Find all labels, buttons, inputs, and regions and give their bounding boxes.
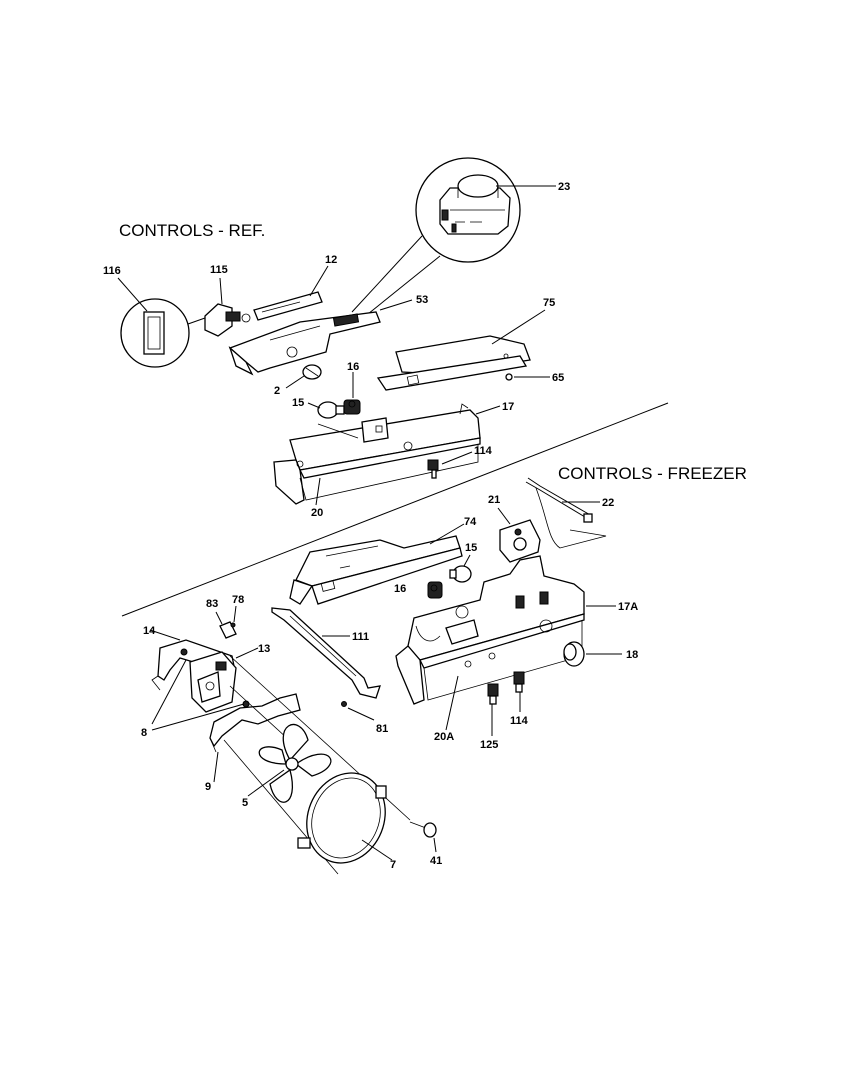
label-23: 23 — [558, 181, 570, 193]
label-7: 7 — [390, 859, 396, 871]
label-114-freezer: 114 — [510, 715, 529, 727]
part-111-rod — [271, 607, 381, 699]
part-2-knob — [302, 364, 322, 380]
section-divider-line — [121, 402, 669, 617]
label-53: 53 — [416, 294, 428, 306]
part-75 — [376, 335, 531, 391]
label-21: 21 — [488, 494, 500, 506]
part-7-ring — [297, 772, 387, 864]
label-16-freezer: 16 — [394, 583, 406, 595]
label-2: 2 — [274, 385, 280, 397]
label-41: 41 — [430, 855, 442, 867]
part-16-socket-freezer — [427, 581, 443, 599]
part-22-sensor — [525, 477, 607, 549]
label-111: 111 — [352, 631, 369, 643]
controls-ref-title: CONTROLS - REF. — [119, 221, 265, 240]
label-65: 65 — [552, 372, 564, 384]
label-5: 5 — [242, 797, 248, 809]
part-125-switch — [487, 683, 499, 705]
part-74 — [289, 535, 463, 605]
label-116: 116 — [103, 265, 121, 277]
part-41-screw — [409, 821, 437, 838]
part-9-bracket — [209, 693, 301, 753]
part-labels: 23 116 115 12 53 75 65 2 16 15 17 114 20… — [103, 181, 638, 871]
detail-circle-116 — [120, 298, 190, 368]
label-12: 12 — [325, 254, 337, 266]
label-14: 14 — [143, 625, 156, 637]
part-17-housing — [273, 403, 481, 505]
label-9: 9 — [205, 781, 211, 793]
label-81: 81 — [376, 723, 388, 735]
part-18-knob — [563, 641, 585, 667]
label-15-freezer: 15 — [465, 542, 477, 554]
part-114-switch-ref — [427, 459, 439, 479]
part-12 — [253, 291, 323, 321]
part-53 — [228, 311, 381, 376]
label-78: 78 — [232, 594, 244, 606]
controls-freezer-title: CONTROLS - FREEZER — [558, 464, 747, 483]
label-125: 125 — [480, 739, 498, 751]
label-15-ref: 15 — [292, 397, 304, 409]
label-83: 83 — [206, 598, 218, 610]
part-65-screw — [505, 373, 513, 381]
label-115: 115 — [210, 264, 228, 276]
part-81-screw — [341, 701, 347, 707]
label-17: 17 — [502, 401, 514, 413]
part-17a-housing — [395, 555, 585, 705]
part-13-motor — [189, 651, 237, 713]
label-18: 18 — [626, 649, 638, 661]
part-115 — [204, 303, 251, 337]
label-20a: 20A — [434, 731, 454, 743]
part-15-bulb-ref — [317, 401, 345, 419]
detail-circle-23 — [415, 157, 521, 263]
label-20: 20 — [311, 507, 323, 519]
label-13: 13 — [258, 643, 270, 655]
label-16-ref: 16 — [347, 361, 359, 373]
label-22: 22 — [602, 497, 614, 509]
label-114-ref: 114 — [474, 445, 493, 457]
part-16-socket-ref — [343, 399, 361, 415]
label-17a: 17A — [618, 601, 638, 613]
part-21-thermostat — [499, 519, 541, 563]
label-8: 8 — [141, 727, 147, 739]
part-114-switch-freezer — [513, 671, 525, 693]
part-78-screw — [230, 622, 236, 628]
part-5-fan-blade — [258, 723, 332, 803]
label-74: 74 — [464, 516, 477, 528]
label-75: 75 — [543, 297, 555, 309]
part-15-bulb-freezer — [449, 565, 472, 583]
